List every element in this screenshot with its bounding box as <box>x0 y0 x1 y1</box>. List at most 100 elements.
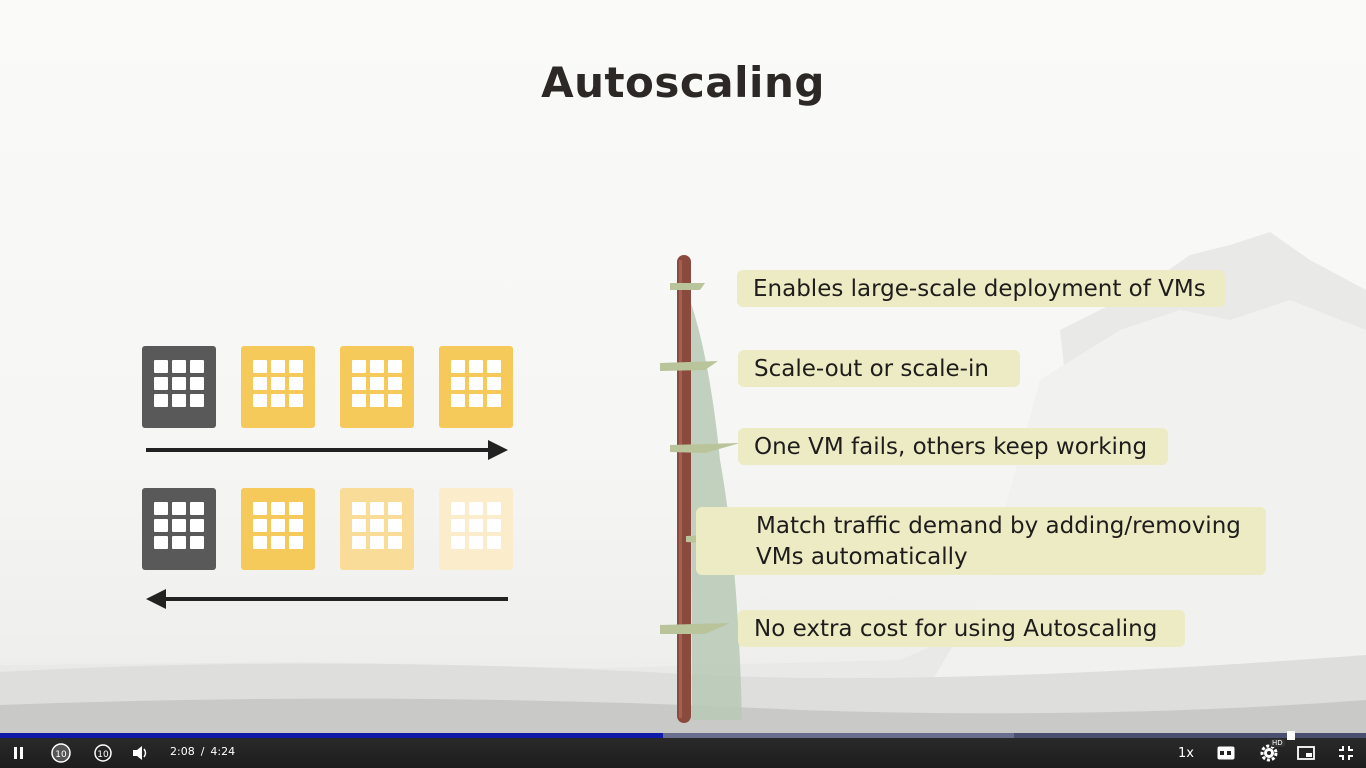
vm-grid-cell <box>469 502 483 515</box>
vm-grid-cell <box>190 502 204 515</box>
gear-icon <box>1260 744 1278 762</box>
settings-button[interactable]: HD <box>1254 739 1285 765</box>
vm-grid-cell <box>190 536 204 549</box>
progress-handle[interactable] <box>1287 731 1295 740</box>
vm-grid-cell <box>487 519 501 532</box>
vm-grid <box>253 502 303 554</box>
duration: 4:24 <box>210 745 236 758</box>
vm-grid-cell <box>388 536 402 549</box>
vm-grid-cell <box>388 360 402 373</box>
vm-grid-cell <box>451 502 465 515</box>
vm-grid-cell <box>469 536 483 549</box>
vm-grid-cell <box>451 394 465 407</box>
time-display: 2:08 / 4:24 <box>170 745 241 758</box>
vm-grid-cell <box>154 519 168 532</box>
vm-grid-cell <box>190 360 204 373</box>
vm-grid-cell <box>388 377 402 390</box>
vm-grid-cell <box>271 360 285 373</box>
vm-grid <box>352 360 402 412</box>
vm-grid-cell <box>271 394 285 407</box>
vm-grid-cell <box>172 360 186 373</box>
captions-button[interactable] <box>1214 741 1238 765</box>
vm-grid-cell <box>370 360 384 373</box>
vm-icon <box>439 346 513 428</box>
vm-grid-cell <box>352 519 366 532</box>
vm-grid-cell <box>172 394 186 407</box>
vm-icon <box>241 488 315 570</box>
volume-button[interactable] <box>130 741 152 765</box>
vm-grid-cell <box>154 377 168 390</box>
vm-grid-cell <box>289 536 303 549</box>
vm-grid-cell <box>289 377 303 390</box>
vm-grid-cell <box>352 502 366 515</box>
playback-speed-button[interactable]: 1x <box>1178 745 1194 761</box>
vm-grid-cell <box>253 394 267 407</box>
forward-10-button[interactable]: 10 <box>90 741 116 765</box>
vm-grid-cell <box>487 377 501 390</box>
exit-fullscreen-icon <box>1339 746 1353 760</box>
sign-bullet-2: Scale-out or scale-in <box>738 350 1020 387</box>
vm-icon <box>142 346 216 428</box>
vm-grid-cell <box>154 394 168 407</box>
vm-grid-cell <box>388 519 402 532</box>
vm-grid-cell <box>451 536 465 549</box>
sign-bullet-5: No extra cost for using Autoscaling <box>738 610 1185 647</box>
pause-button[interactable] <box>8 741 30 765</box>
current-time: 2:08 <box>170 745 195 758</box>
vm-icon <box>439 488 513 570</box>
scale-in-arrow <box>162 597 508 601</box>
sign-bullet-1: Enables large-scale deployment of VMs <box>737 270 1225 307</box>
arrow-right-icon <box>488 440 508 460</box>
vm-grid-cell <box>253 536 267 549</box>
sign-bullet-3: One VM fails, others keep working <box>738 428 1168 465</box>
vm-grid-cell <box>190 519 204 532</box>
svg-text:10: 10 <box>97 750 109 760</box>
vm-grid-cell <box>370 502 384 515</box>
vm-icon <box>142 488 216 570</box>
vm-grid-cell <box>271 502 285 515</box>
vm-grid-cell <box>190 394 204 407</box>
pause-icon <box>14 747 23 759</box>
vm-grid-cell <box>271 536 285 549</box>
vm-grid-cell <box>370 536 384 549</box>
vm-grid-cell <box>154 502 168 515</box>
vm-grid <box>352 502 402 554</box>
scale-out-arrow <box>146 448 492 452</box>
vm-grid-cell <box>370 394 384 407</box>
picture-in-picture-button[interactable] <box>1294 741 1318 765</box>
played-bar <box>0 733 663 738</box>
rewind-10-button[interactable]: 10 <box>48 741 74 765</box>
vm-grid <box>154 360 204 412</box>
vm-grid-cell <box>352 536 366 549</box>
vm-icon <box>340 346 414 428</box>
vm-grid-cell <box>289 394 303 407</box>
vm-grid-cell <box>289 519 303 532</box>
vm-grid-cell <box>469 519 483 532</box>
vm-grid-cell <box>370 519 384 532</box>
svg-text:10: 10 <box>55 750 67 760</box>
volume-icon <box>133 746 147 760</box>
vm-grid-cell <box>253 360 267 373</box>
vm-grid-cell <box>451 360 465 373</box>
vm-icon <box>340 488 414 570</box>
vm-grid-cell <box>253 377 267 390</box>
vm-grid-cell <box>289 360 303 373</box>
vm-grid-cell <box>154 360 168 373</box>
vm-grid-cell <box>487 502 501 515</box>
vm-grid <box>451 360 501 412</box>
sign-bullet-4: Match traffic demand by adding/removing … <box>696 507 1266 575</box>
time-separator: / <box>200 745 205 758</box>
slide-title: Autoscaling <box>541 58 825 107</box>
progress-bar[interactable] <box>0 731 1366 740</box>
exit-fullscreen-button[interactable] <box>1334 741 1358 765</box>
hd-badge: HD <box>1270 739 1285 747</box>
rewind-10-icon: 10 <box>51 743 71 763</box>
video-frame: Autoscaling Enables large-scale deployme… <box>0 0 1366 735</box>
vm-grid-cell <box>172 377 186 390</box>
vm-grid-cell <box>289 502 303 515</box>
arrow-left-icon <box>146 589 166 609</box>
vm-grid-cell <box>388 394 402 407</box>
vm-grid-cell <box>352 377 366 390</box>
vm-grid-cell <box>154 536 168 549</box>
vm-grid-cell <box>469 360 483 373</box>
